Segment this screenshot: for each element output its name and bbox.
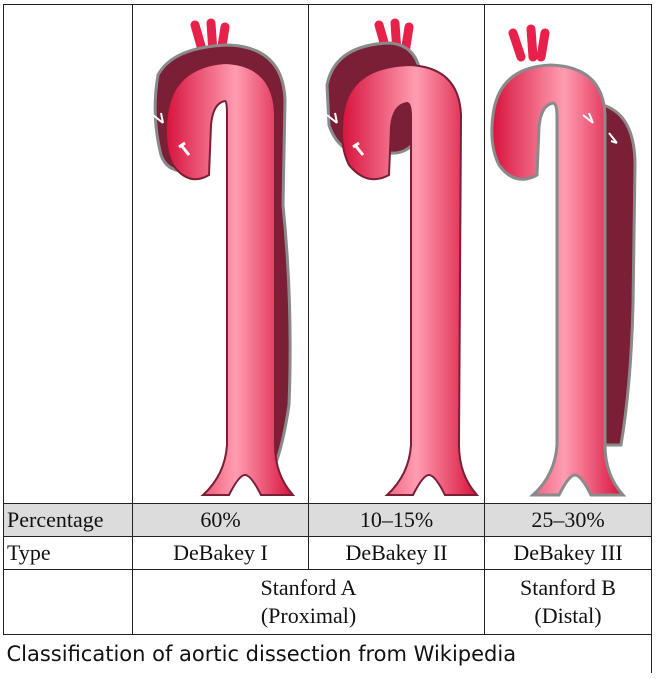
stanford-empty-cell <box>4 570 133 635</box>
illustration-row <box>4 5 652 504</box>
empty-corner-cell <box>4 5 133 504</box>
classification-table: Percentage 60% 10–15% 25–30% Type DeBake… <box>3 4 652 673</box>
stanford-a-cell: Stanford A (Proximal) <box>133 570 485 635</box>
debakey-3-aorta-illustration <box>485 5 652 503</box>
percentage-label: Percentage <box>4 504 133 537</box>
stanford-b-title: Stanford B <box>485 574 651 602</box>
figure-caption: Classification of aortic dissection from… <box>4 635 652 674</box>
stanford-a-subtitle: (Proximal) <box>133 602 484 630</box>
type-debakey-2: DeBakey II <box>309 537 485 570</box>
percentage-debakey-1: 60% <box>133 504 309 537</box>
caption-row: Classification of aortic dissection from… <box>4 635 652 674</box>
percentage-row: Percentage 60% 10–15% 25–30% <box>4 504 652 537</box>
type-label: Type <box>4 537 133 570</box>
type-debakey-1: DeBakey I <box>133 537 309 570</box>
debakey-3-illustration-cell <box>485 5 652 504</box>
debakey-2-illustration-cell <box>309 5 485 504</box>
percentage-debakey-3: 25–30% <box>485 504 652 537</box>
stanford-b-cell: Stanford B (Distal) <box>485 570 652 635</box>
type-row: Type DeBakey I DeBakey II DeBakey III <box>4 537 652 570</box>
debakey-1-aorta-illustration <box>133 5 309 503</box>
debakey-2-aorta-illustration <box>309 5 485 503</box>
type-debakey-3: DeBakey III <box>485 537 652 570</box>
percentage-debakey-2: 10–15% <box>309 504 485 537</box>
debakey-1-illustration-cell <box>133 5 309 504</box>
stanford-row: Stanford A (Proximal) Stanford B (Distal… <box>4 570 652 635</box>
stanford-a-title: Stanford A <box>133 574 484 602</box>
stanford-b-subtitle: (Distal) <box>485 602 651 630</box>
